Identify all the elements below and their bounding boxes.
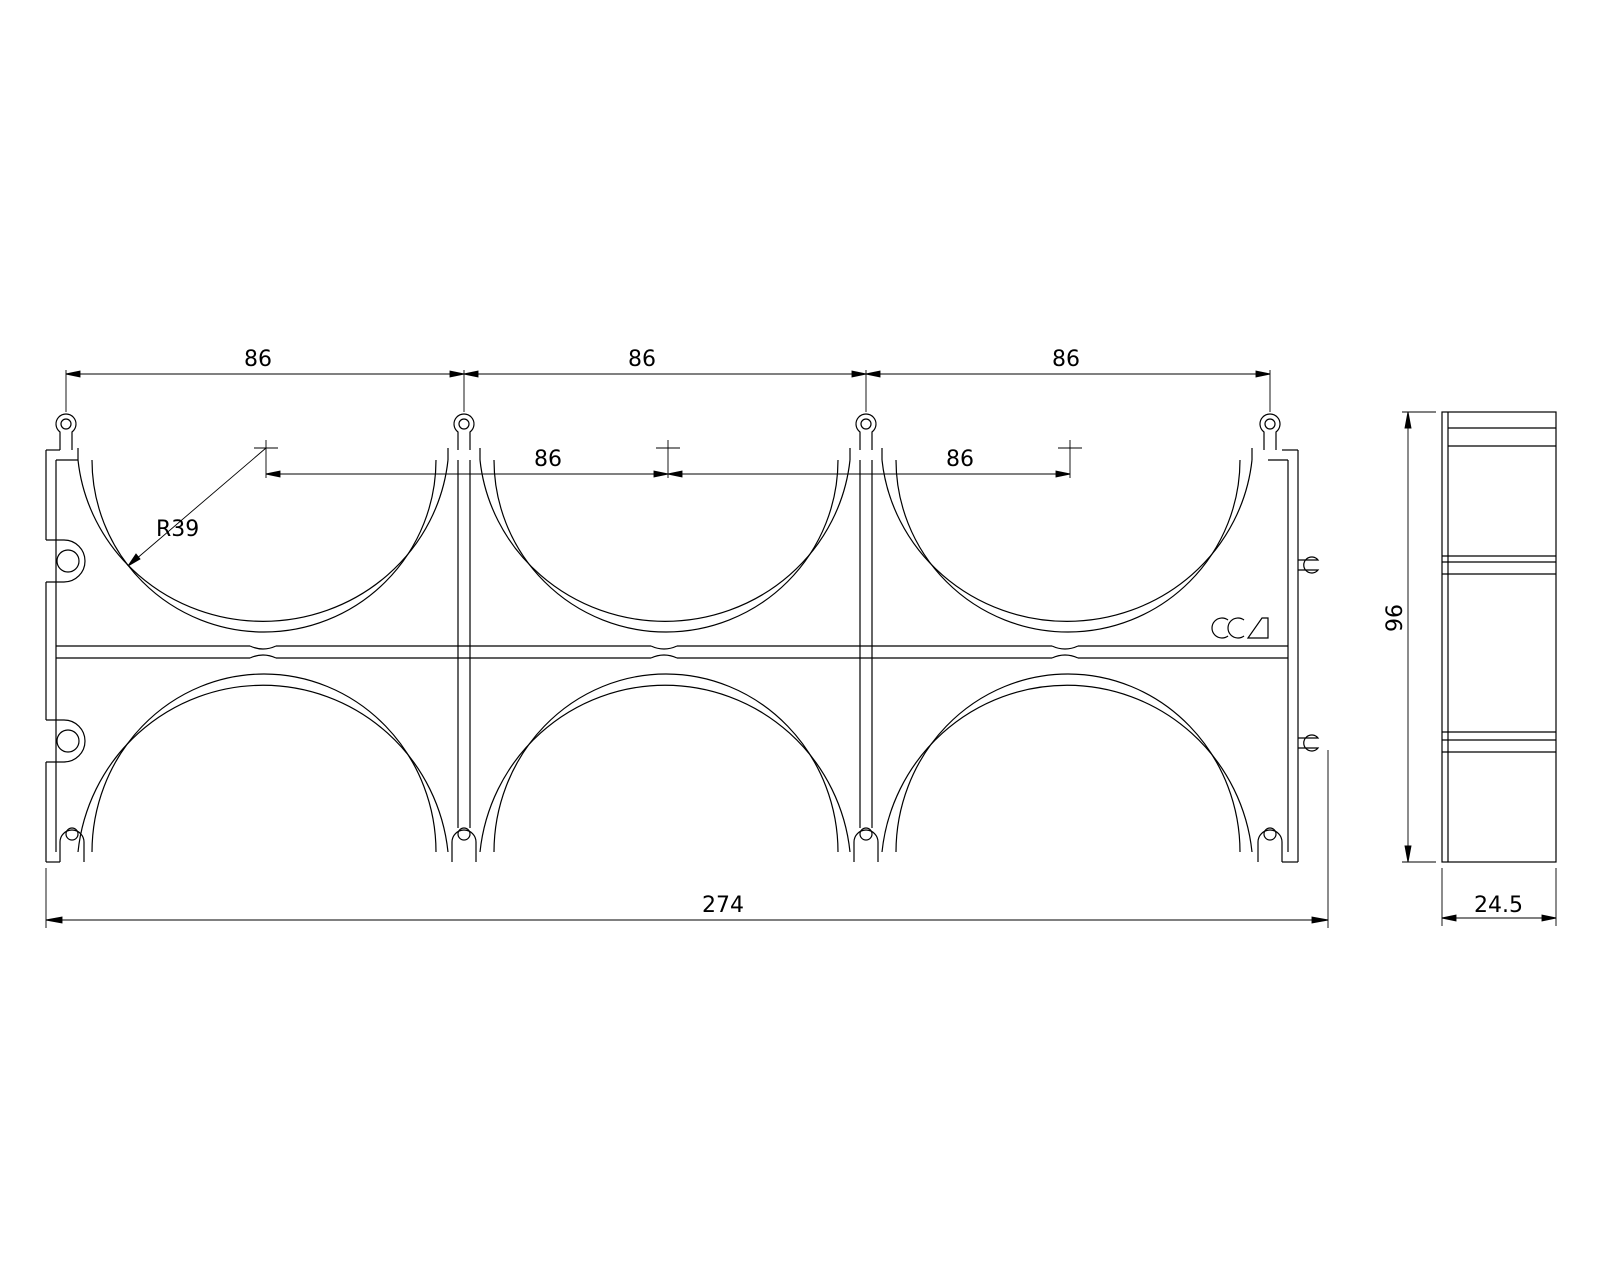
dim-overall-length: 274 (702, 893, 744, 918)
dimension-lines (45, 370, 1557, 928)
dim-height: 96 (1383, 604, 1408, 632)
dim-center-86-1: 86 (534, 447, 562, 472)
right-tabs (1298, 556, 1320, 752)
dim-top-86-1: 86 (244, 347, 272, 372)
side-view (1441, 411, 1557, 863)
center-marks (254, 440, 1082, 478)
dim-radius: R39 (156, 517, 199, 542)
front-view (45, 413, 1320, 863)
cca-logo (1211, 617, 1269, 639)
upper-cradles (77, 448, 1253, 633)
dim-top-86-2: 86 (628, 347, 656, 372)
outer-frame (45, 449, 1299, 863)
dim-depth: 24.5 (1474, 893, 1523, 918)
top-clips (55, 413, 1281, 450)
inner-frame (55, 459, 1289, 852)
dim-center-86-2: 86 (946, 447, 974, 472)
lower-cradles (77, 673, 1253, 853)
bottom-clips (59, 827, 1283, 862)
dim-top-86-3: 86 (1052, 347, 1080, 372)
